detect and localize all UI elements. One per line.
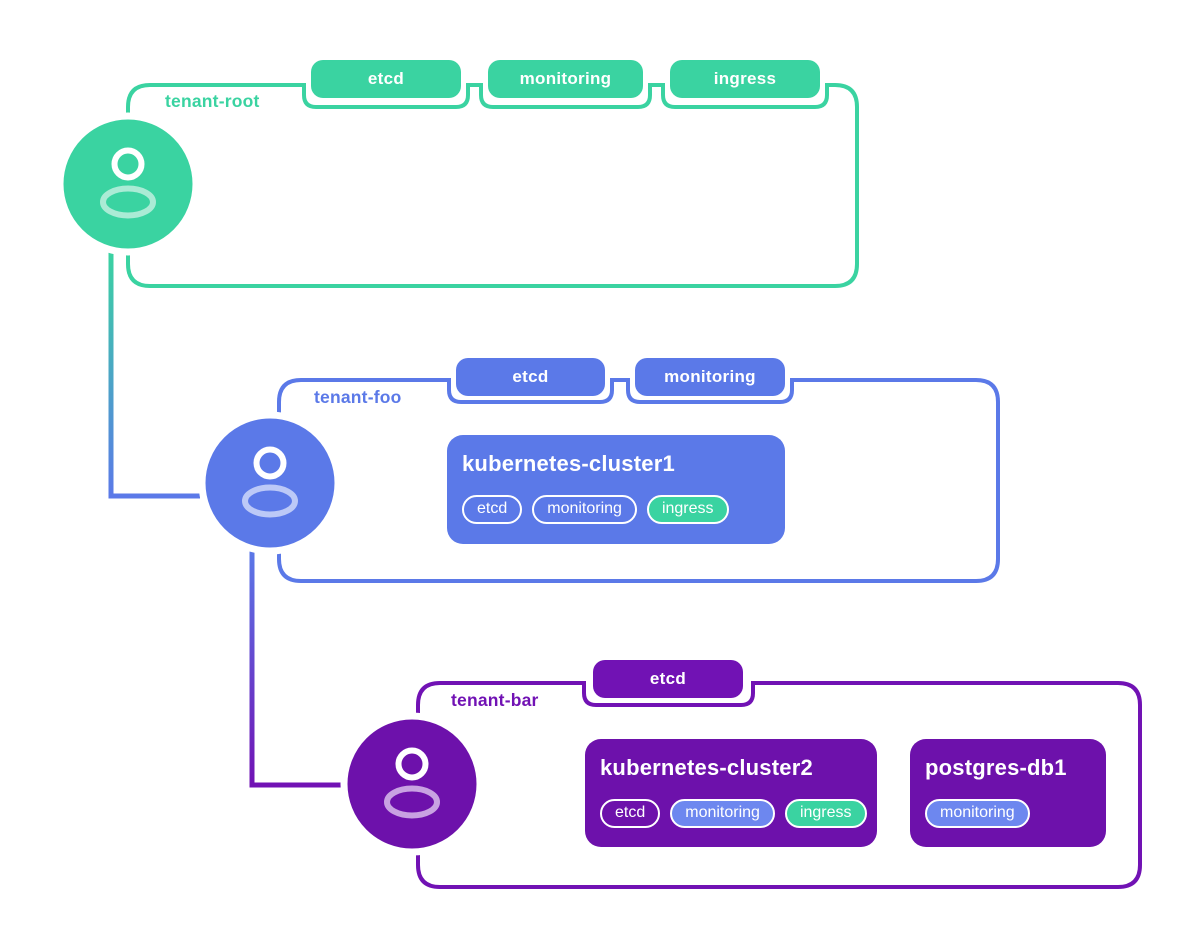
tenant-bar-tab-etcd: etcd (593, 660, 743, 698)
resource-pill-monitoring: monitoring (532, 494, 637, 524)
workload-title: postgres-db1 (925, 755, 1067, 780)
resource-pill-etcd: etcd (462, 494, 523, 524)
workload-title: kubernetes-cluster2 (600, 755, 813, 780)
resource-pill-row: etcd monitoring ingress (600, 798, 877, 828)
tenant-root-tab-etcd: etcd (311, 60, 461, 98)
resource-pill-monitoring: monitoring (925, 798, 1030, 828)
resource-pill-row: monitoring (925, 798, 1106, 828)
workload-title: kubernetes-cluster1 (462, 451, 675, 476)
tenant-root-tab-monitoring: monitoring (488, 60, 643, 98)
tenant-foo-container-border (277, 378, 1000, 583)
connector-root-to-foo (108, 252, 200, 499)
resource-pill-etcd: etcd (600, 798, 661, 828)
tenant-foo-label: tenant-foo (314, 387, 402, 407)
tenant-bar-avatar (337, 709, 487, 859)
tenant-foo-tab-etcd: etcd (456, 358, 605, 396)
tenant-root-avatar (53, 109, 203, 259)
user-icon (56, 112, 200, 256)
tenant-bar-container-border (416, 681, 1142, 889)
resource-pill-monitoring: monitoring (670, 798, 775, 828)
user-icon (340, 712, 484, 856)
tenant-foo-tab-monitoring: monitoring (635, 358, 785, 396)
connector-foo-to-bar (249, 550, 342, 788)
tenant-bar-label: tenant-bar (451, 690, 539, 710)
resource-pill-ingress: ingress (784, 798, 867, 828)
tenant-root-tab-ingress: ingress (670, 60, 820, 98)
tenant-foo-avatar (195, 408, 345, 558)
tenant-root-label: tenant-root (165, 91, 260, 111)
resource-pill-row: etcd monitoring ingress (462, 494, 785, 524)
user-icon (198, 411, 342, 555)
workload-card-kubernetes-cluster1: kubernetes-cluster1 etcd monitoring ingr… (447, 435, 785, 544)
workload-card-postgres-db1: postgres-db1 monitoring (910, 739, 1106, 847)
tenant-root-container-border (126, 83, 859, 288)
workload-card-kubernetes-cluster2: kubernetes-cluster2 etcd monitoring ingr… (585, 739, 877, 847)
resource-pill-ingress: ingress (646, 494, 729, 524)
